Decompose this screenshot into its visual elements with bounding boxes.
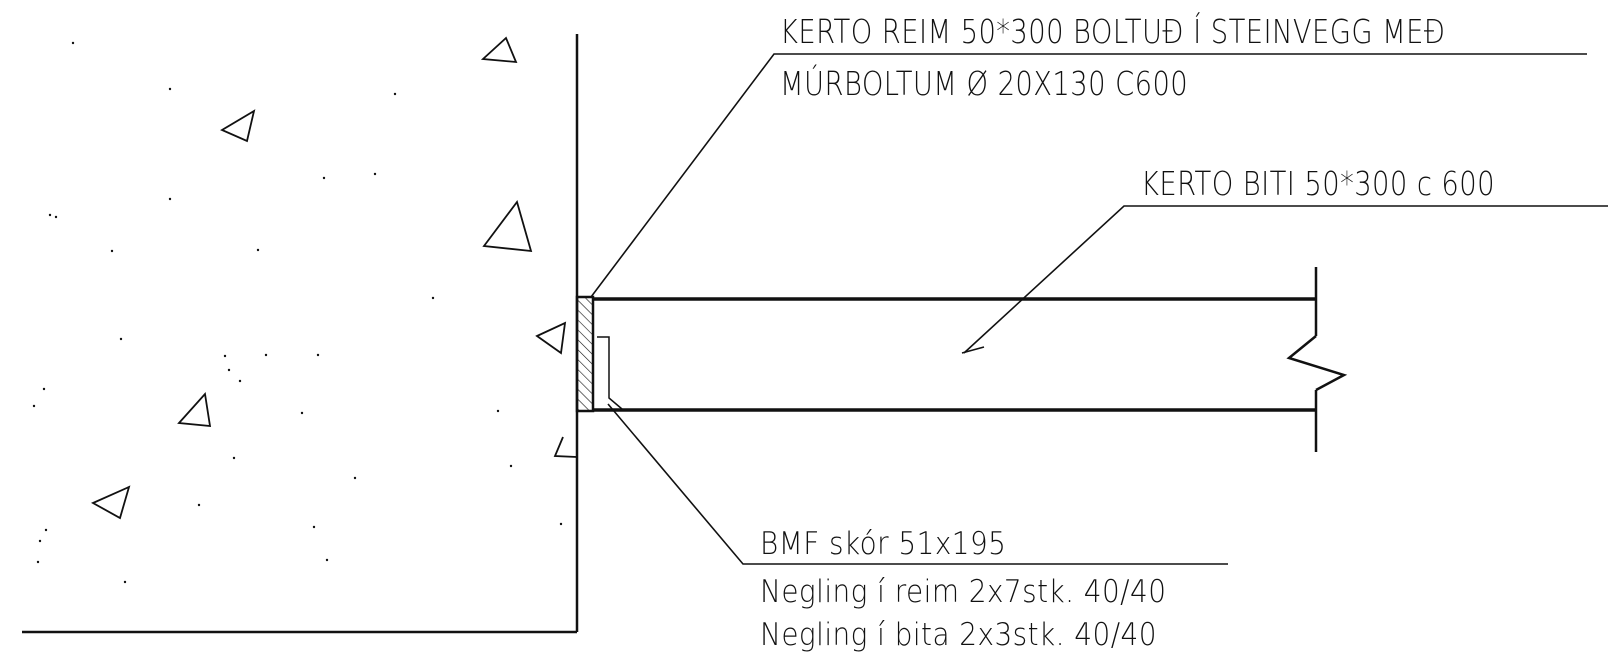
- rim-board-leader: [590, 53, 1587, 298]
- concrete-aggregate-symbols: [90, 36, 578, 520]
- hanger-label-line1: BMF skór 51x195: [760, 526, 1007, 562]
- leader-lines: [590, 53, 1608, 565]
- hanger-label-line2: Negling í reim 2x7stk. 40/40: [760, 574, 1167, 610]
- aggregate-triangle: [535, 321, 567, 355]
- kerto-joist: [593, 267, 1348, 452]
- aggregate-triangle: [90, 485, 131, 520]
- concrete-aggregate-dots: [32, 41, 563, 584]
- bmf-joist-hanger: [597, 336, 623, 410]
- concrete-wall: [22, 34, 579, 634]
- aggregate-triangle: [482, 200, 533, 253]
- aggregate-triangle: [220, 109, 256, 143]
- hanger-label-line3: Negling í bita 2x3stk. 40/40: [760, 617, 1157, 653]
- joist-leader-arrow: [961, 346, 985, 354]
- kerto-rim-board: [575, 295, 595, 413]
- joist-label: KERTO BITI 50*300 c 600: [1141, 164, 1495, 203]
- aggregate-triangle: [480, 36, 518, 64]
- aggregate-triangle: [177, 391, 212, 428]
- joist-leader: [963, 205, 1608, 354]
- joist-break-symbol: [1286, 335, 1348, 392]
- hanger-leader: [607, 403, 1228, 565]
- aggregate-triangle: [553, 436, 578, 458]
- rim-board-label-line1: KERTO REIM 50*300 BOLTUÐ Í STEINVEGG MEÐ: [780, 12, 1446, 51]
- rim-board-label-line2: MÚRBOLTUM Ø 20X130 C600: [780, 64, 1189, 103]
